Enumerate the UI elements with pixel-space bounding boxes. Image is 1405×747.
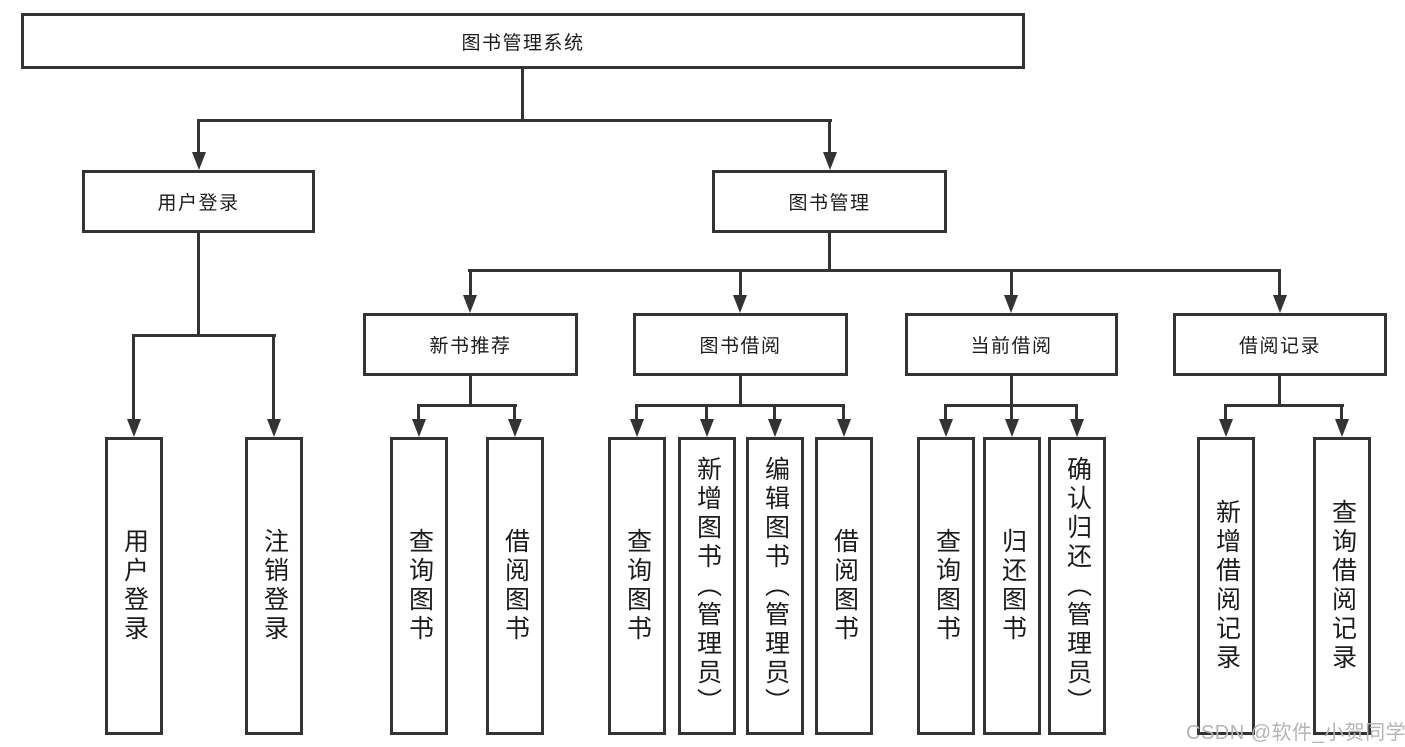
arrow-down-icon bbox=[192, 152, 206, 170]
connector-new-book-stub bbox=[469, 374, 472, 406]
connector-drop-current-borrow bbox=[1010, 269, 1013, 299]
leaf-query-book-borrow: 查询图书 bbox=[608, 437, 666, 735]
arrow-down-icon bbox=[1004, 295, 1018, 313]
watermark: CSDN @软件_小贺同学 bbox=[1186, 722, 1405, 744]
connector-drop bbox=[1010, 404, 1013, 422]
node-current-borrow: 当前借阅 bbox=[905, 313, 1118, 376]
connector-drop bbox=[1340, 404, 1343, 422]
leaf-borrow-book: 借阅图书 bbox=[815, 437, 873, 735]
leaf-query-borrow-record: 查询借阅记录 bbox=[1313, 437, 1371, 735]
connector-drop-book-borrow bbox=[739, 269, 742, 299]
connector-book-management-bar bbox=[468, 269, 1281, 272]
arrow-down-icon bbox=[837, 419, 851, 437]
leaf-confirm-return-admin-label: 确认归还（管理员） bbox=[1063, 455, 1092, 717]
connector-drop bbox=[635, 404, 638, 422]
arrow-down-icon bbox=[1005, 419, 1019, 437]
leaf-confirm-return-admin: 确认归还（管理员） bbox=[1048, 437, 1106, 735]
leaf-add-book-admin-label: 新增图书（管理员） bbox=[693, 455, 722, 717]
node-book-management: 图书管理 bbox=[712, 170, 947, 233]
connector-drop-user-login bbox=[197, 119, 200, 155]
leaf-query-book-recommend: 查询图书 bbox=[390, 437, 448, 735]
connector-new-book-bar bbox=[417, 404, 517, 407]
leaf-logout-label: 注销登录 bbox=[260, 528, 289, 644]
arrow-down-icon bbox=[733, 295, 747, 313]
connector-current-borrow-stub bbox=[1010, 374, 1013, 406]
leaf-user-login: 用户登录 bbox=[105, 437, 163, 735]
connector-drop-book-management bbox=[828, 119, 831, 155]
arrow-down-icon bbox=[1335, 419, 1349, 437]
node-borrow-records-label: 借阅记录 bbox=[1238, 336, 1321, 357]
leaf-borrow-book-recommend: 借阅图书 bbox=[486, 437, 544, 735]
connector-book-borrow-bar bbox=[635, 404, 845, 407]
arrow-down-icon bbox=[127, 419, 141, 437]
node-root: 图书管理系统 bbox=[21, 13, 1025, 69]
connector-drop-borrow-records bbox=[1278, 269, 1281, 299]
connector-borrow-records-stub bbox=[1278, 374, 1281, 406]
arrow-down-icon bbox=[939, 419, 953, 437]
arrow-down-icon bbox=[267, 419, 281, 437]
arrow-down-icon bbox=[768, 419, 782, 437]
connector-drop bbox=[944, 404, 947, 422]
leaf-return-book-label: 归还图书 bbox=[998, 528, 1027, 644]
leaf-query-book-current-label: 查询图书 bbox=[932, 528, 961, 644]
node-new-book-recommend: 新书推荐 bbox=[363, 313, 578, 376]
node-root-label: 图书管理系统 bbox=[461, 32, 585, 54]
leaf-query-book-borrow-label: 查询图书 bbox=[623, 528, 652, 644]
connector-drop bbox=[513, 404, 516, 422]
arrow-down-icon bbox=[412, 419, 426, 437]
leaf-borrow-book-label: 借阅图书 bbox=[830, 528, 859, 644]
connector-drop bbox=[705, 404, 708, 422]
connector-drop bbox=[1224, 404, 1227, 422]
connector-drop bbox=[417, 404, 420, 422]
connector-drop bbox=[773, 404, 776, 422]
leaf-query-book-recommend-label: 查询图书 bbox=[405, 528, 434, 644]
connector-drop-leaf-user-login bbox=[132, 334, 135, 422]
node-user-login: 用户登录 bbox=[82, 170, 315, 233]
connector-borrow-records-bar bbox=[1224, 404, 1344, 407]
connector-book-management-stub bbox=[828, 231, 831, 272]
arrow-down-icon bbox=[1219, 419, 1233, 437]
node-book-borrow-label: 图书借阅 bbox=[699, 336, 782, 357]
arrow-down-icon bbox=[508, 419, 522, 437]
arrow-down-icon bbox=[823, 152, 837, 170]
connector-book-borrow-stub bbox=[739, 374, 742, 406]
arrow-down-icon bbox=[700, 419, 714, 437]
connector-drop bbox=[842, 404, 845, 422]
leaf-add-book-admin: 新增图书（管理员） bbox=[678, 437, 736, 735]
node-book-borrow: 图书借阅 bbox=[633, 313, 848, 376]
connector-drop-new-book bbox=[469, 269, 472, 299]
leaf-query-borrow-record-label: 查询借阅记录 bbox=[1328, 499, 1357, 673]
node-user-login-label: 用户登录 bbox=[157, 193, 240, 214]
leaf-logout: 注销登录 bbox=[245, 437, 303, 735]
leaf-edit-book-admin: 编辑图书（管理员） bbox=[746, 437, 804, 735]
connector-user-login-stub bbox=[197, 231, 200, 336]
connector-drop bbox=[1075, 404, 1078, 422]
leaf-query-book-current: 查询图书 bbox=[917, 437, 975, 735]
connector-user-login-bar bbox=[132, 334, 276, 337]
arrow-down-icon bbox=[630, 419, 644, 437]
connector-root-bar bbox=[198, 119, 832, 122]
connector-root-stub bbox=[521, 67, 524, 121]
arrow-down-icon bbox=[463, 295, 477, 313]
leaf-return-book: 归还图书 bbox=[983, 437, 1041, 735]
node-borrow-records: 借阅记录 bbox=[1173, 313, 1387, 376]
connector-drop-leaf-logout bbox=[272, 334, 275, 422]
leaf-add-borrow-record: 新增借阅记录 bbox=[1197, 437, 1255, 735]
node-new-book-recommend-label: 新书推荐 bbox=[429, 336, 512, 357]
node-current-borrow-label: 当前借阅 bbox=[970, 336, 1053, 357]
leaf-user-login-label: 用户登录 bbox=[120, 528, 149, 644]
node-book-management-label: 图书管理 bbox=[788, 193, 871, 214]
arrow-down-icon bbox=[1070, 419, 1084, 437]
leaf-borrow-book-recommend-label: 借阅图书 bbox=[501, 528, 530, 644]
arrow-down-icon bbox=[1273, 295, 1287, 313]
leaf-add-borrow-record-label: 新增借阅记录 bbox=[1212, 499, 1241, 673]
leaf-edit-book-admin-label: 编辑图书（管理员） bbox=[761, 455, 790, 717]
